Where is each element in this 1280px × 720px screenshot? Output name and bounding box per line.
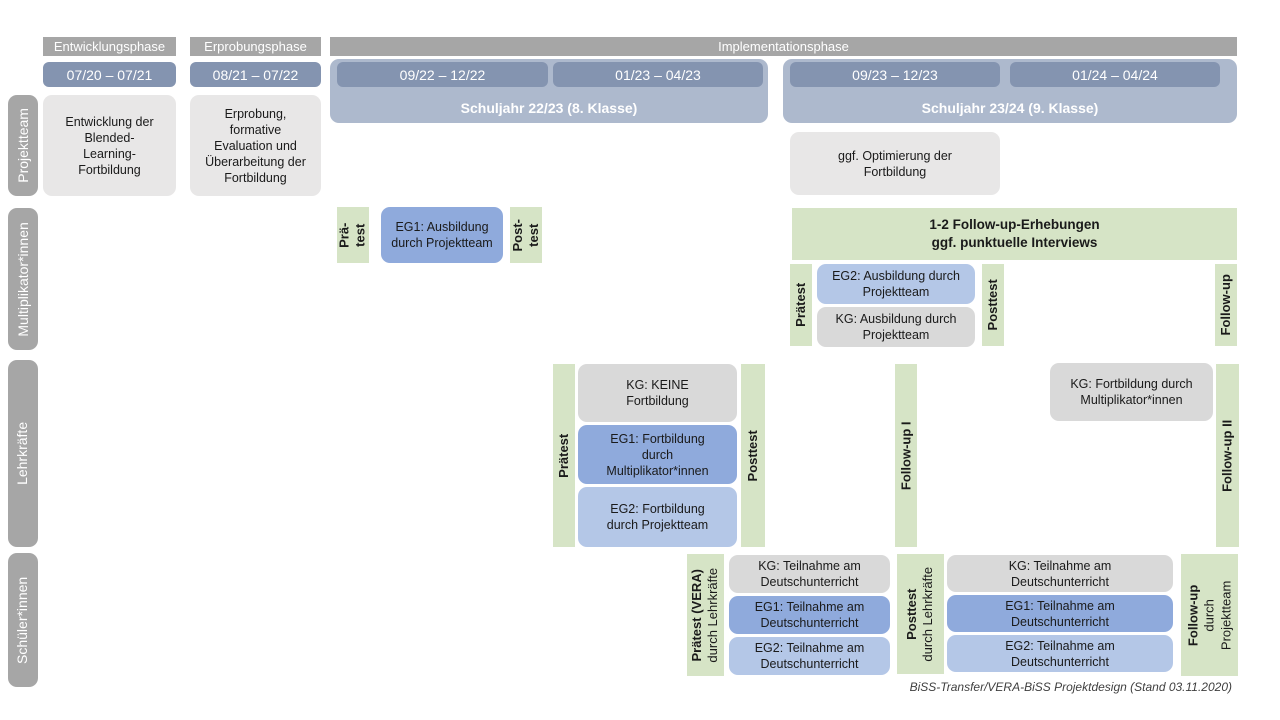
box-eg2-teilnahme-deutschunterricht-2: EG2: Teilnahme am Deutschunterricht [947,635,1173,672]
bar-followup-2-lehrkraefte-text: Follow-up II [1219,419,1235,492]
box-kg-ausbildung-projektteam-text: KG: Ausbildung durch Projektteam [835,312,957,342]
box-erprobung-evaluation-text: Erprobung, formative Evaluation und Über… [205,106,306,185]
row-label-projektteam-text: Projektteam [14,108,31,183]
box-kg-teilnahme-1-text: KG: Teilnahme am Deutschunterricht [758,559,861,589]
bar-praetest-lehrkraefte: Prätest [553,364,575,547]
bar-followup-1-lehrkraefte-text: Follow-up I [898,421,914,490]
box-kg-teilnahme-deutschunterricht-2: KG: Teilnahme am Deutschunterricht [947,555,1173,592]
bar-posttest-schueler: Posttest durch Lehrkräfte [897,554,944,674]
box-eg2-fortbildung-projektteam-text: EG2: Fortbildung durch Projektteam [606,502,709,532]
date-range-0123-0423: 01/23 – 04/23 [553,62,763,87]
box-optimierung-fortbildung-text: ggf. Optimierung der Fortbildung [838,148,952,179]
box-kg-teilnahme-2-text: KG: Teilnahme am Deutschunterricht [1008,558,1112,589]
bar-followup-1-lehrkraefte: Follow-up I [895,364,917,547]
bar-praetest-multiplikatoren-1: Prä- test [337,207,369,263]
date-range-0821-0722: 08/21 – 07/22 [190,62,321,87]
box-eg1-teilnahme-deutschunterricht-1: EG1: Teilnahme am Deutschunterricht [729,596,890,634]
bar-followup-projektteam-schueler: Follow-up durch Projektteam [1181,554,1238,676]
schuljahr-22-23-label: Schuljahr 22/23 (8. Klasse) [460,100,638,116]
bar-praetest-lehrkraefte-text: Prätest [556,433,572,478]
bar-praetest-multiplikatoren-2: Prätest [790,264,812,346]
phase-bar-implementationsphase: Implementationsphase [330,37,1237,56]
bar-followup-projektteam-schueler-text: Follow-up durch Projektteam [1185,580,1233,650]
bar-posttest-multiplikatoren-2-text: Posttest [985,279,1001,331]
row-label-schuelerinnen: Schüler*innen [8,553,38,687]
box-kg-fortbildung-multiplikatoren: KG: Fortbildung durch Multiplikator*inne… [1050,363,1213,421]
bar-posttest-multiplikatoren-1: Post- test [510,207,542,263]
box-kg-fortbildung-multiplikatoren-text: KG: Fortbildung durch Multiplikator*inne… [1070,377,1193,407]
box-eg2-teilnahme-2-text: EG2: Teilnahme am Deutschunterricht [1005,638,1115,669]
bar-followup-multiplikatoren-text: Follow-up [1218,274,1234,336]
box-eg1-fortbildung-multiplikatoren: EG1: Fortbildung durch Multiplikator*inn… [578,425,737,484]
phase-bar-entwicklungsphase: Entwicklungsphase [43,37,176,56]
box-kg-keine-fortbildung-text: KG: KEINE Fortbildung [626,378,689,408]
box-optimierung-fortbildung: ggf. Optimierung der Fortbildung [790,132,1000,195]
box-followup-erhebungen-line1: 1-2 Follow-up-Erhebungen [929,216,1100,232]
box-eg1-ausbildung-projektteam: EG1: Ausbildung durch Projektteam [381,207,503,263]
box-eg1-ausbildung-projektteam-text: EG1: Ausbildung durch Projektteam [391,220,493,250]
row-label-multiplikatorinnen: Multiplikator*innen [8,208,38,350]
box-kg-keine-fortbildung: KG: KEINE Fortbildung [578,364,737,422]
bar-posttest-multiplikatoren-1-text: Post- test [509,218,541,252]
box-eg2-ausbildung-projektteam: EG2: Ausbildung durch Projektteam [817,264,975,304]
box-kg-ausbildung-projektteam: KG: Ausbildung durch Projektteam [817,307,975,347]
box-followup-erhebungen-line2: ggf. punktuelle Interviews [931,235,1098,250]
box-eg1-teilnahme-2-text: EG1: Teilnahme am Deutschunterricht [1005,598,1115,629]
box-eg1-teilnahme-1-text: EG1: Teilnahme am Deutschunterricht [754,600,865,630]
bar-praetest-vera-schueler-text: Prätest (VERA) durch Lehrkräfte [689,567,721,663]
box-eg1-teilnahme-deutschunterricht-2: EG1: Teilnahme am Deutschunterricht [947,595,1173,632]
bar-followup-multiplikatoren: Follow-up [1215,264,1237,346]
bar-followup-2-lehrkraefte: Follow-up II [1216,364,1239,547]
bar-posttest-schueler-text: Posttest durch Lehrkräfte [904,566,936,662]
footer-caption: BiSS-Transfer/VERA-BiSS Projektdesign (S… [909,680,1232,694]
box-eg2-teilnahme-deutschunterricht-1: EG2: Teilnahme am Deutschunterricht [729,637,890,675]
bar-posttest-lehrkraefte-text: Posttest [745,429,761,482]
row-label-lehrkraefte-text: Lehrkräfte [14,421,31,486]
box-entwicklung-fortbildung-text: Entwicklung der Blended-Learning-Fortbil… [65,114,154,177]
phase-bar-erprobungsphase: Erprobungsphase [190,37,321,56]
row-label-schuelerinnen-text: Schüler*innen [14,576,31,664]
bar-praetest-vera-schueler: Prätest (VERA) durch Lehrkräfte [687,554,724,676]
box-erprobung-evaluation: Erprobung, formative Evaluation und Über… [190,95,321,196]
date-range-0720-0721: 07/20 – 07/21 [43,62,176,87]
row-label-multiplikatorinnen-text: Multiplikator*innen [14,221,31,337]
box-eg2-fortbildung-projektteam: EG2: Fortbildung durch Projektteam [578,487,737,547]
row-label-lehrkraefte: Lehrkräfte [8,360,38,547]
box-entwicklung-fortbildung: Entwicklung der Blended-Learning-Fortbil… [43,95,176,196]
date-range-0124-0424: 01/24 – 04/24 [1010,62,1220,87]
bar-posttest-multiplikatoren-2: Posttest [982,264,1004,346]
schuljahr-23-24-label: Schuljahr 23/24 (9. Klasse) [921,100,1099,116]
bar-praetest-multiplikatoren-1-text: Prä- test [336,222,368,248]
bar-praetest-multiplikatoren-2-text: Prätest [793,282,809,328]
date-range-0922-1222: 09/22 – 12/22 [337,62,548,87]
box-eg2-teilnahme-1-text: EG2: Teilnahme am Deutschunterricht [754,641,865,671]
row-label-projektteam: Projektteam [8,95,38,196]
box-followup-erhebungen: 1-2 Follow-up-Erhebungen ggf. punktuelle… [792,208,1237,260]
box-kg-teilnahme-deutschunterricht-1: KG: Teilnahme am Deutschunterricht [729,555,890,593]
box-eg2-ausbildung-projektteam-text: EG2: Ausbildung durch Projektteam [832,269,960,299]
bar-posttest-lehrkraefte: Posttest [741,364,765,547]
box-eg1-fortbildung-multiplikatoren-text: EG1: Fortbildung durch Multiplikator*inn… [606,431,709,478]
date-range-0923-1223: 09/23 – 12/23 [790,62,1000,87]
